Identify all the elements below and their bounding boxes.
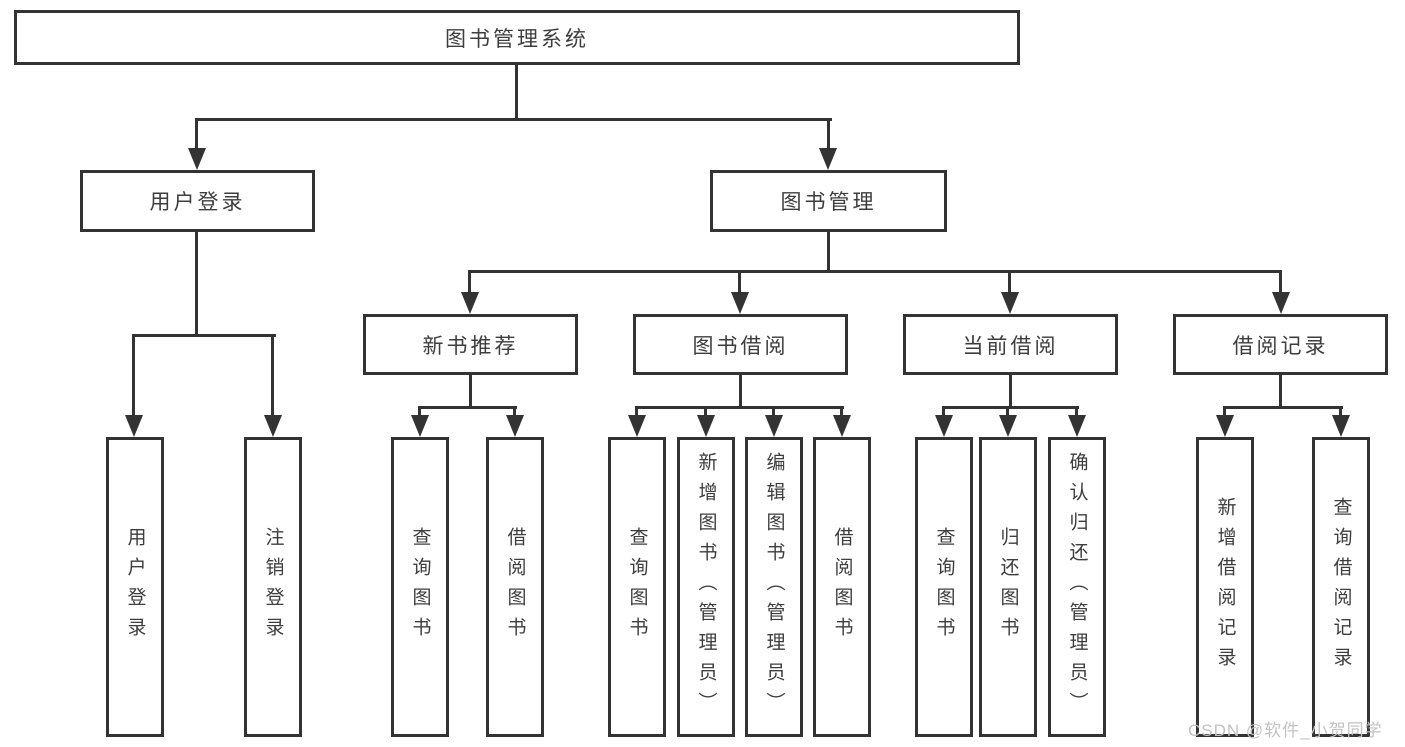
connector-line bbox=[271, 334, 274, 419]
connector-line bbox=[739, 375, 742, 408]
arrowhead-down-icon bbox=[1272, 292, 1290, 314]
leaf-bb-edit-book-admin: 编辑图书（管理员） bbox=[745, 437, 803, 737]
arrowhead-down-icon bbox=[765, 415, 783, 437]
arrowhead-down-icon bbox=[1332, 415, 1350, 437]
leaf-br-query-record: 查询借阅记录 bbox=[1312, 437, 1370, 737]
arrowhead-down-icon bbox=[461, 292, 479, 314]
connector-line bbox=[418, 406, 421, 419]
leaf-bb-query-books: 查询图书 bbox=[608, 437, 666, 737]
node-user-login: 用户登录 bbox=[80, 170, 315, 232]
connector-line bbox=[1008, 270, 1011, 296]
arrowhead-down-icon bbox=[697, 415, 715, 437]
connector-line bbox=[738, 270, 741, 296]
connector-line bbox=[195, 118, 198, 152]
connector-line bbox=[1223, 406, 1226, 419]
arrowhead-down-icon bbox=[935, 415, 953, 437]
connector-line bbox=[772, 406, 775, 419]
connector-line bbox=[196, 118, 832, 121]
connector-line bbox=[827, 118, 830, 152]
connector-line bbox=[1279, 270, 1282, 296]
connector-line bbox=[942, 406, 945, 419]
node-library-system: 图书管理系统 bbox=[14, 10, 1020, 65]
leaf-bb-borrow-books: 借阅图书 bbox=[813, 437, 871, 737]
leaf-nb-query-books: 查询图书 bbox=[391, 437, 449, 737]
connector-line bbox=[827, 232, 830, 272]
connector-line bbox=[1075, 406, 1078, 419]
arrowhead-down-icon bbox=[264, 415, 282, 437]
arrowhead-down-icon bbox=[1001, 292, 1019, 314]
arrowhead-down-icon bbox=[411, 415, 429, 437]
arrowhead-down-icon bbox=[125, 415, 143, 437]
node-book-borrowing: 图书借阅 bbox=[633, 314, 848, 375]
leaf-logout: 注销登录 bbox=[244, 437, 302, 737]
leaf-user-login: 用户登录 bbox=[106, 437, 164, 737]
arrowhead-down-icon bbox=[731, 292, 749, 314]
arrowhead-down-icon bbox=[819, 148, 837, 170]
node-current-borrowing: 当前借阅 bbox=[903, 314, 1118, 375]
arrowhead-down-icon bbox=[1216, 415, 1234, 437]
connector-line bbox=[418, 406, 517, 409]
node-book-management: 图书管理 bbox=[710, 170, 947, 232]
connector-line bbox=[840, 406, 843, 419]
connector-line bbox=[515, 64, 518, 120]
leaf-cb-query-books: 查询图书 bbox=[915, 437, 973, 737]
connector-line bbox=[1006, 406, 1009, 419]
connector-line bbox=[468, 270, 1282, 273]
connector-line bbox=[1223, 406, 1343, 409]
connector-line bbox=[132, 334, 276, 337]
connector-line bbox=[195, 232, 198, 336]
leaf-cb-confirm-return-admin: 确认归还（管理员） bbox=[1048, 437, 1106, 737]
arrowhead-down-icon bbox=[628, 415, 646, 437]
connector-line bbox=[469, 375, 472, 408]
connector-line bbox=[704, 406, 707, 419]
connector-line bbox=[1009, 375, 1012, 408]
connector-line bbox=[468, 270, 471, 296]
connector-line bbox=[132, 334, 135, 419]
connector-line bbox=[635, 406, 638, 419]
arrowhead-down-icon bbox=[1068, 415, 1086, 437]
arrowhead-down-icon bbox=[999, 415, 1017, 437]
connector-line bbox=[635, 406, 844, 409]
connector-line bbox=[942, 406, 1079, 409]
node-new-book-recommend: 新书推荐 bbox=[363, 314, 578, 375]
node-borrowing-records: 借阅记录 bbox=[1173, 314, 1388, 375]
arrowhead-down-icon bbox=[833, 415, 851, 437]
leaf-nb-borrow-books: 借阅图书 bbox=[486, 437, 544, 737]
watermark-text: CSDN @软件_小贺同学 bbox=[1188, 721, 1383, 740]
leaf-cb-return-books: 归还图书 bbox=[979, 437, 1037, 737]
leaf-bb-add-book-admin: 新增图书（管理员） bbox=[677, 437, 735, 737]
leaf-br-add-record: 新增借阅记录 bbox=[1196, 437, 1254, 737]
connector-line bbox=[1339, 406, 1342, 419]
arrowhead-down-icon bbox=[188, 148, 206, 170]
connector-line bbox=[513, 406, 516, 419]
connector-line bbox=[1279, 375, 1282, 408]
arrowhead-down-icon bbox=[506, 415, 524, 437]
